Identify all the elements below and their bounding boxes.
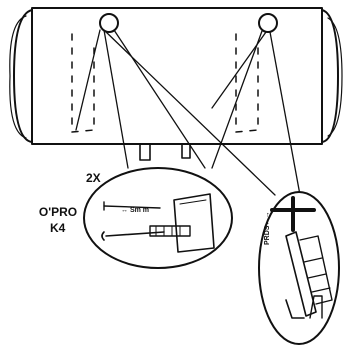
mounting-guides: [71, 33, 259, 133]
drill-icon: [270, 196, 316, 232]
tool-name-label: O'PRO: [38, 205, 78, 219]
bracket-icon: [173, 193, 215, 253]
right-mount-point: [258, 13, 278, 33]
left-mount-point: [99, 13, 119, 33]
water-heater-tank: [9, 7, 343, 161]
screw-icon: [103, 201, 161, 211]
tool-model-label: K4: [50, 221, 66, 235]
leader-lines: [75, 29, 301, 196]
tool-callout: [258, 191, 340, 345]
quantity-label: 2X: [86, 171, 101, 185]
hardware-callout: [83, 167, 233, 269]
tube-marking-label: PRDS←→: [264, 211, 271, 245]
screw-dimension-label: ↔ Sm m: [121, 207, 150, 214]
wall-plug-icon: [101, 225, 191, 241]
